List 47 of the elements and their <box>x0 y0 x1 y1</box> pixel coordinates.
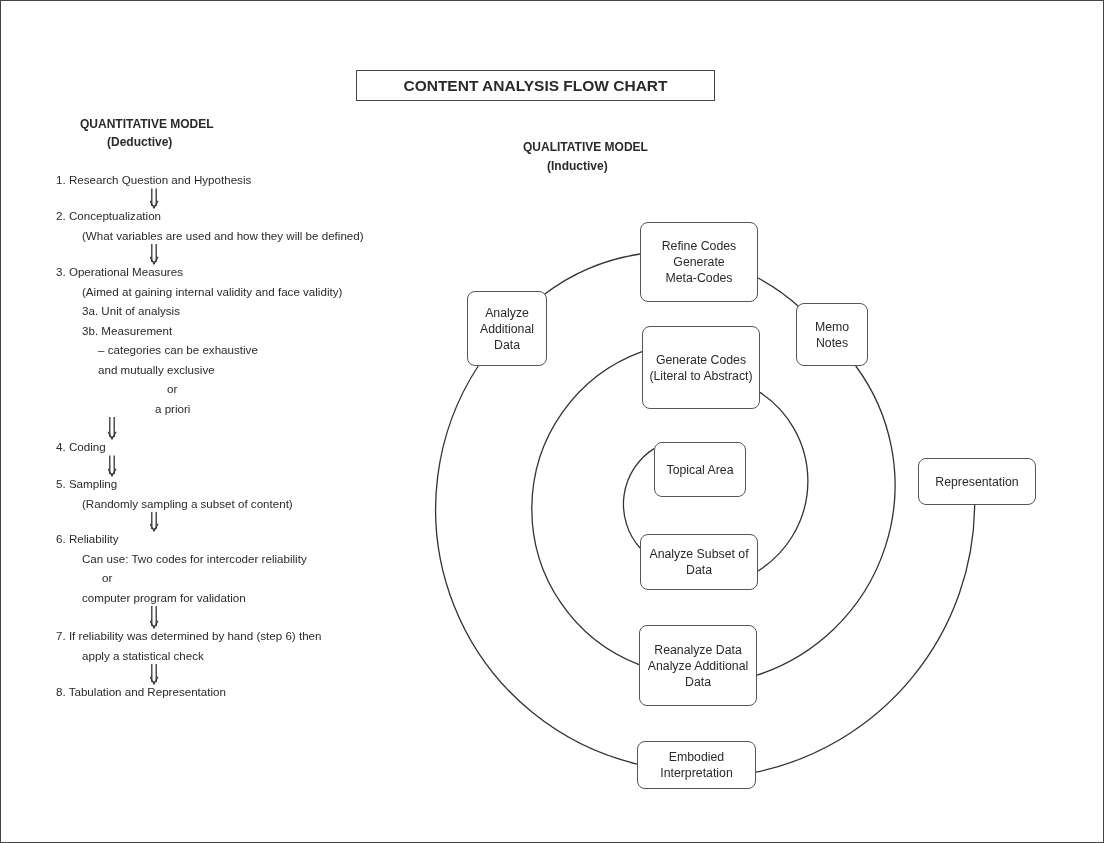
process-box: Embodied Interpretation <box>637 741 756 789</box>
spiral-arc <box>435 365 638 765</box>
double-arrow <box>149 663 159 685</box>
double-arrow <box>149 187 159 209</box>
double-arrow <box>107 454 117 477</box>
process-box: Analyze Subset of Data <box>640 534 758 590</box>
step-heading: 5. Sampling <box>55 476 119 492</box>
step-heading: 4. Coding <box>55 439 107 455</box>
section-heading: QUANTITATIVE MODEL <box>80 117 214 131</box>
spiral-arc <box>531 351 643 666</box>
double-arrow <box>149 511 159 532</box>
section-heading: (Deductive) <box>107 135 173 149</box>
step-detail: (What variables are used and how they will be defined) <box>81 227 364 244</box>
spiral-arc <box>755 504 976 773</box>
spiral-arc <box>757 277 801 309</box>
double-arrow <box>149 605 159 629</box>
section-heading: (Inductive) <box>547 159 608 173</box>
step-heading: 2. Conceptualization <box>55 208 163 224</box>
step-detail: or <box>101 570 113 586</box>
step-detail: (Aimed at gaining internal validity and face validity) <box>81 283 343 300</box>
process-box: Topical Area <box>654 442 746 497</box>
process-box: Representation <box>918 458 1036 505</box>
step-detail: or <box>166 381 178 397</box>
double-arrow <box>149 243 159 265</box>
step-detail: 3b. Measurement <box>81 322 173 339</box>
chart-title: CONTENT ANALYSIS FLOW CHART <box>356 70 715 101</box>
spiral-arc <box>756 365 896 676</box>
step-detail: (Randomly sampling a subset of content) <box>81 495 293 512</box>
step-detail: 3a. Unit of analysis <box>81 303 180 319</box>
step-detail: a priori <box>154 400 191 417</box>
process-box: Analyze Additional Data <box>467 291 547 366</box>
process-box: Reanalyze Data Analyze Additional Data <box>639 625 757 706</box>
step-detail: computer program for validation <box>81 589 246 606</box>
step-heading: 3. Operational Measures <box>55 264 183 280</box>
double-arrow <box>107 416 117 440</box>
process-box: Refine Codes Generate Meta-Codes <box>640 222 758 302</box>
spiral-arc <box>622 447 655 549</box>
step-detail: Can use: Two codes for intercoder reliability <box>81 550 307 567</box>
spiral-arc <box>543 253 641 296</box>
step-heading: 1. Research Question and Hypothesis <box>55 172 252 188</box>
process-box: Generate Codes (Literal to Abstract) <box>642 326 760 409</box>
section-heading: QUALITATIVE MODEL <box>523 140 648 154</box>
spiral-arc <box>757 391 809 572</box>
process-box: Memo Notes <box>796 303 868 366</box>
step-heading: 7. If reliability was determined by hand (step 6) then apply a statistical check <box>55 628 323 664</box>
step-heading: 6. Reliability <box>55 531 120 547</box>
step-heading: 8. Tabulation and Representation <box>55 684 226 700</box>
